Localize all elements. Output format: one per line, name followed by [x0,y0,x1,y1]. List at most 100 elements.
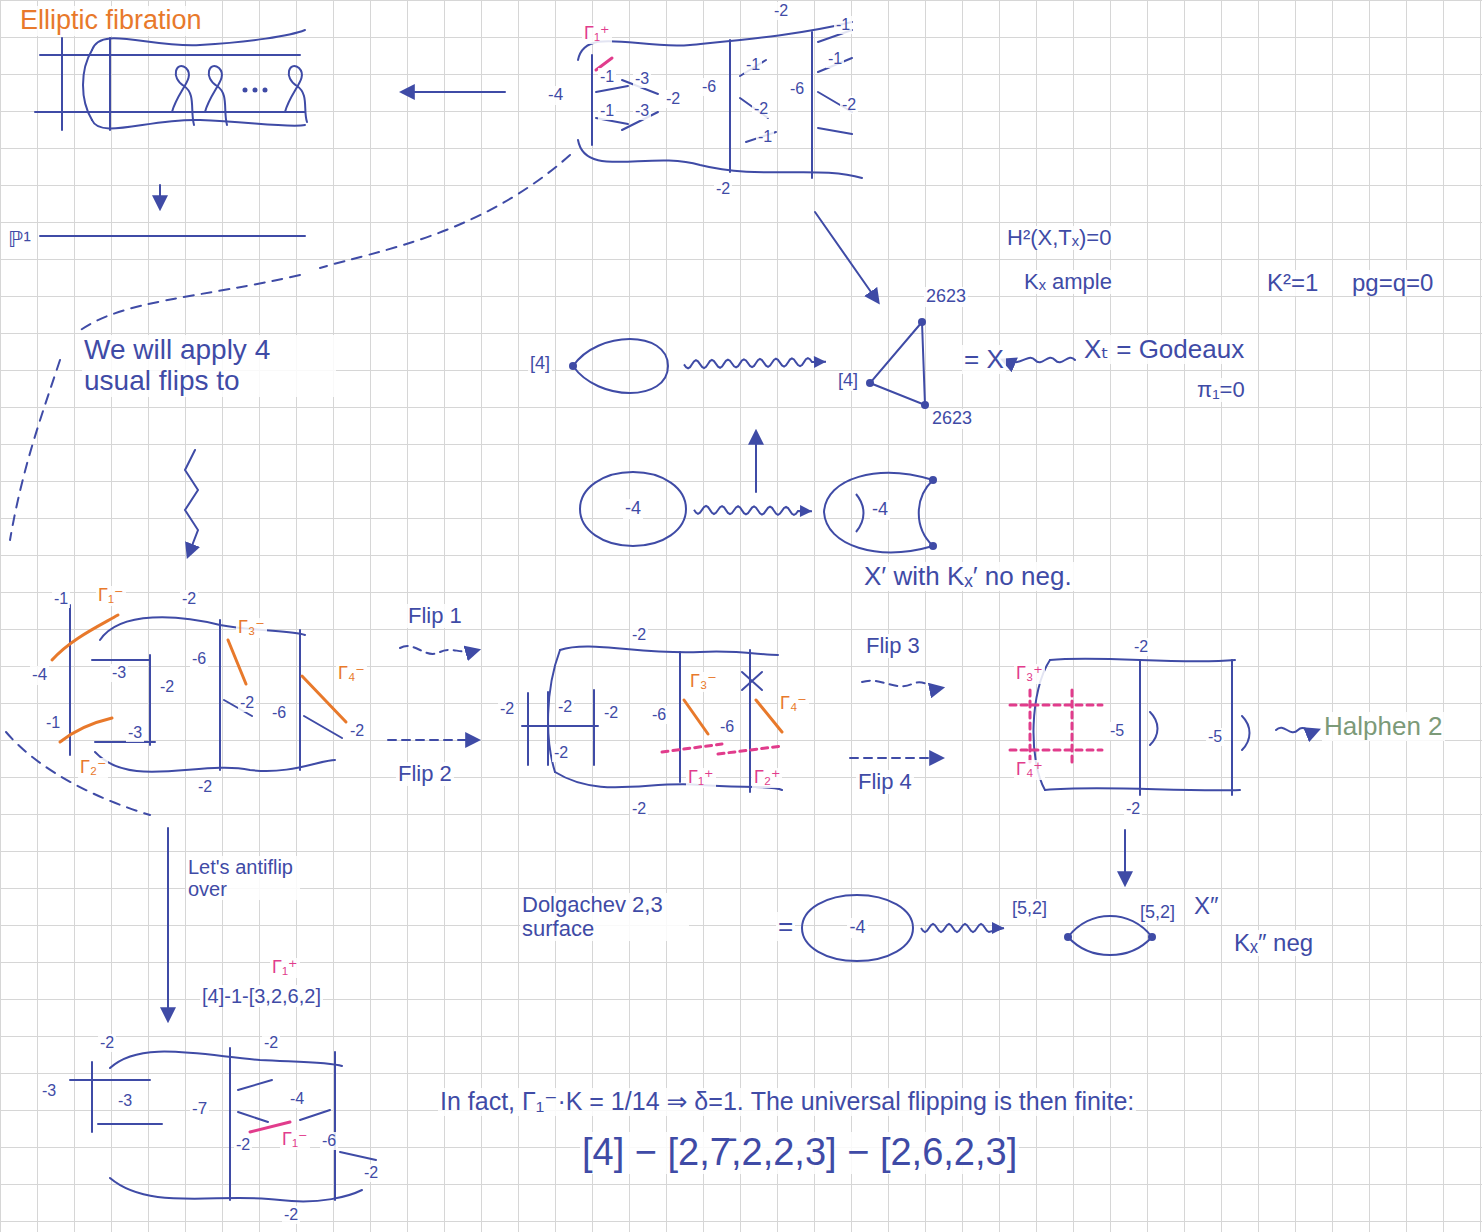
surface-sketch: -4 [800,893,915,963]
ink-stroke [60,718,112,742]
ink-stroke [228,640,246,684]
ink-stroke [1124,830,1126,884]
curve-label: -4 [288,1090,306,1108]
ink-stroke [264,89,267,92]
ink-stroke [400,646,478,654]
curve-label: -1 [744,56,762,74]
surface-sketch: -4 [818,468,943,556]
curve-label: -4 [546,86,565,105]
note-text: = [776,912,795,941]
curve-label: Γ₃⁻ [236,618,267,638]
singular-point [929,542,937,550]
note-text: In fact, Γ₁⁻·K = 1/14 ⇒ δ=1. The univers… [438,1088,1136,1116]
ink-stroke [92,120,305,129]
singular-point [929,476,937,484]
pink-curves [250,58,1102,1132]
note-text: Kₓ ample [1022,270,1114,294]
ink-stroke [83,50,92,120]
note-text: X′ with Kₓ′ no neg. [862,562,1074,591]
orange-curves [52,615,782,742]
ink-stroke [1003,358,1075,363]
ink-stroke [6,732,150,815]
ink-stroke [52,615,118,660]
ink-stroke [662,744,722,752]
node-text: 2623 [924,287,968,307]
outline-curve [802,895,913,961]
curve-label: -2 [262,1034,280,1052]
note-text: Flip 2 [396,762,454,786]
curve-label: Γ₁⁺ [686,768,716,788]
ink-stroke [285,66,307,122]
singular-point [1148,933,1156,941]
arrow-shaft [684,358,826,368]
ink-stroke [1276,728,1318,733]
ink-stroke [35,38,305,130]
ink-stroke [172,66,194,125]
note-text: ℙ¹ [6,228,33,252]
ink-stroke [159,185,161,208]
curve-label: Γ₄⁻ [336,664,367,684]
outline-curve [824,473,933,552]
arrow-head [814,356,826,368]
node-text: [4] [836,371,860,391]
ink-stroke [167,828,169,1020]
surface-sketch: 2623 [4] 2623 [832,285,997,435]
ink-stroke [1045,788,1240,790]
note-text: X″ [1192,893,1221,919]
outline-curve [580,472,686,546]
curve-label: Γ₄⁺ [1014,760,1045,780]
curve-label: -2 [602,704,620,722]
curve-label: -2 [196,778,214,796]
ink-stroke [578,140,862,178]
curve-label: -2 [1132,638,1150,656]
ink-stroke [850,757,942,759]
ink-stroke [238,1080,376,1160]
curve-label: -1 [598,68,616,86]
wavy-arrow [694,505,812,517]
note-text: π₁=0 [1195,378,1247,402]
node-text: [5,2] [1138,903,1177,923]
curve-label: -2 [840,96,858,114]
note-text: [4]-1-[3,2,6,2] [200,985,323,1007]
node-text: -4 [870,500,890,520]
node-text: -4 [847,918,867,938]
curve-label: -2 [158,678,176,696]
curve-label: -2 [498,700,516,718]
note-text: Xₜ = Godeaux [1082,335,1246,364]
wavy-arrow [684,356,826,368]
ink-stroke [560,647,778,655]
note-text: Elliptic fibration [18,6,204,36]
ink-stroke [100,617,305,640]
curve-label: -1 [44,714,62,732]
ink-stroke [1140,660,1250,795]
curve-label: -1 [52,590,70,608]
curve-label: -6 [270,704,288,722]
curve-label: -2 [180,590,198,608]
ink-stroke [730,32,812,178]
ink-stroke [718,746,782,754]
curve-label: Γ₃⁺ [1014,664,1045,684]
outline-curve [870,322,925,405]
curve-label: -2 [98,1034,116,1052]
node-text: 2623 [930,409,974,429]
arrow-shaft [921,924,1004,932]
ink-stroke [244,89,247,92]
ink-stroke [388,739,478,741]
arrow-head [800,505,812,517]
curve-label: -2 [1124,800,1142,818]
note-text: Flip 3 [864,634,922,658]
ink-stroke [742,672,762,690]
curve-label: -5 [1108,722,1126,740]
ink-stroke [815,212,878,302]
arrow-head [992,922,1004,934]
ink-stroke [522,650,750,792]
curve-label: -2 [664,90,682,108]
curve-label: Γ₁⁺ [582,24,612,44]
curve-label: -3 [40,1082,58,1100]
curve-label: -5 [1206,728,1224,746]
ink-stroke [110,1051,342,1068]
curve-label: -3 [126,724,144,742]
note-text: Let's antiflip over [186,856,300,900]
curve-label: -1 [834,16,852,34]
